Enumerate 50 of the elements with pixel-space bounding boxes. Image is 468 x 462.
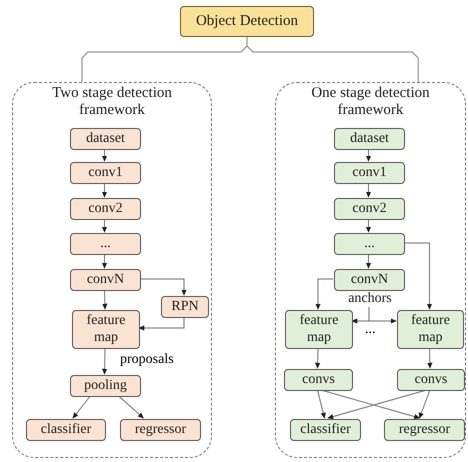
arrow xyxy=(102,254,108,269)
arrow xyxy=(315,278,334,310)
arrow xyxy=(102,290,108,310)
arrow xyxy=(366,254,372,269)
edge-text: anchors xyxy=(341,291,399,308)
process-box: convs xyxy=(397,369,465,391)
process-box: conv1 xyxy=(334,162,405,184)
process-box: feature map xyxy=(285,310,353,349)
arrow xyxy=(368,306,397,324)
process-box: classifier xyxy=(290,419,361,441)
process-box: convs xyxy=(284,369,353,391)
process-box: conv2 xyxy=(70,198,141,220)
arrow xyxy=(366,218,372,233)
process-box: RPN xyxy=(161,296,209,318)
framework-panel xyxy=(275,82,466,458)
arrow xyxy=(427,348,432,369)
arrow xyxy=(102,182,108,198)
process-box: ... xyxy=(70,233,141,255)
framework-panel xyxy=(12,82,212,458)
arrow xyxy=(315,348,320,369)
arrow xyxy=(404,242,432,310)
topic-box: Object Detection xyxy=(180,6,314,37)
process-box: convN xyxy=(334,269,405,291)
process-box: classifier xyxy=(26,419,106,441)
process-box: feature map xyxy=(72,310,140,349)
arrow xyxy=(138,316,184,331)
arrow xyxy=(418,390,430,419)
panel-heading: Two stage detection framework xyxy=(51,85,173,120)
process-box: dataset xyxy=(334,128,405,150)
arrow xyxy=(366,148,372,162)
arrow xyxy=(102,218,108,233)
arrow xyxy=(72,396,91,419)
process-box: regressor xyxy=(384,419,465,441)
process-box: dataset xyxy=(70,128,141,150)
process-box: feature map xyxy=(397,310,464,349)
process-box: regressor xyxy=(120,419,201,441)
process-box: conv2 xyxy=(334,198,405,220)
process-box: convN xyxy=(70,269,141,291)
arrow xyxy=(102,148,108,162)
arrow xyxy=(366,182,372,198)
panel-heading: One stage detection framework xyxy=(310,85,431,120)
edge-label: proposals xyxy=(119,352,175,368)
process-box: ... xyxy=(334,233,405,255)
connector-line xyxy=(246,36,419,82)
arrow xyxy=(118,396,144,418)
process-box: conv1 xyxy=(70,162,141,184)
arrow xyxy=(102,348,108,375)
process-box: pooling xyxy=(70,375,141,397)
arrow xyxy=(140,278,187,296)
arrow xyxy=(317,390,326,419)
